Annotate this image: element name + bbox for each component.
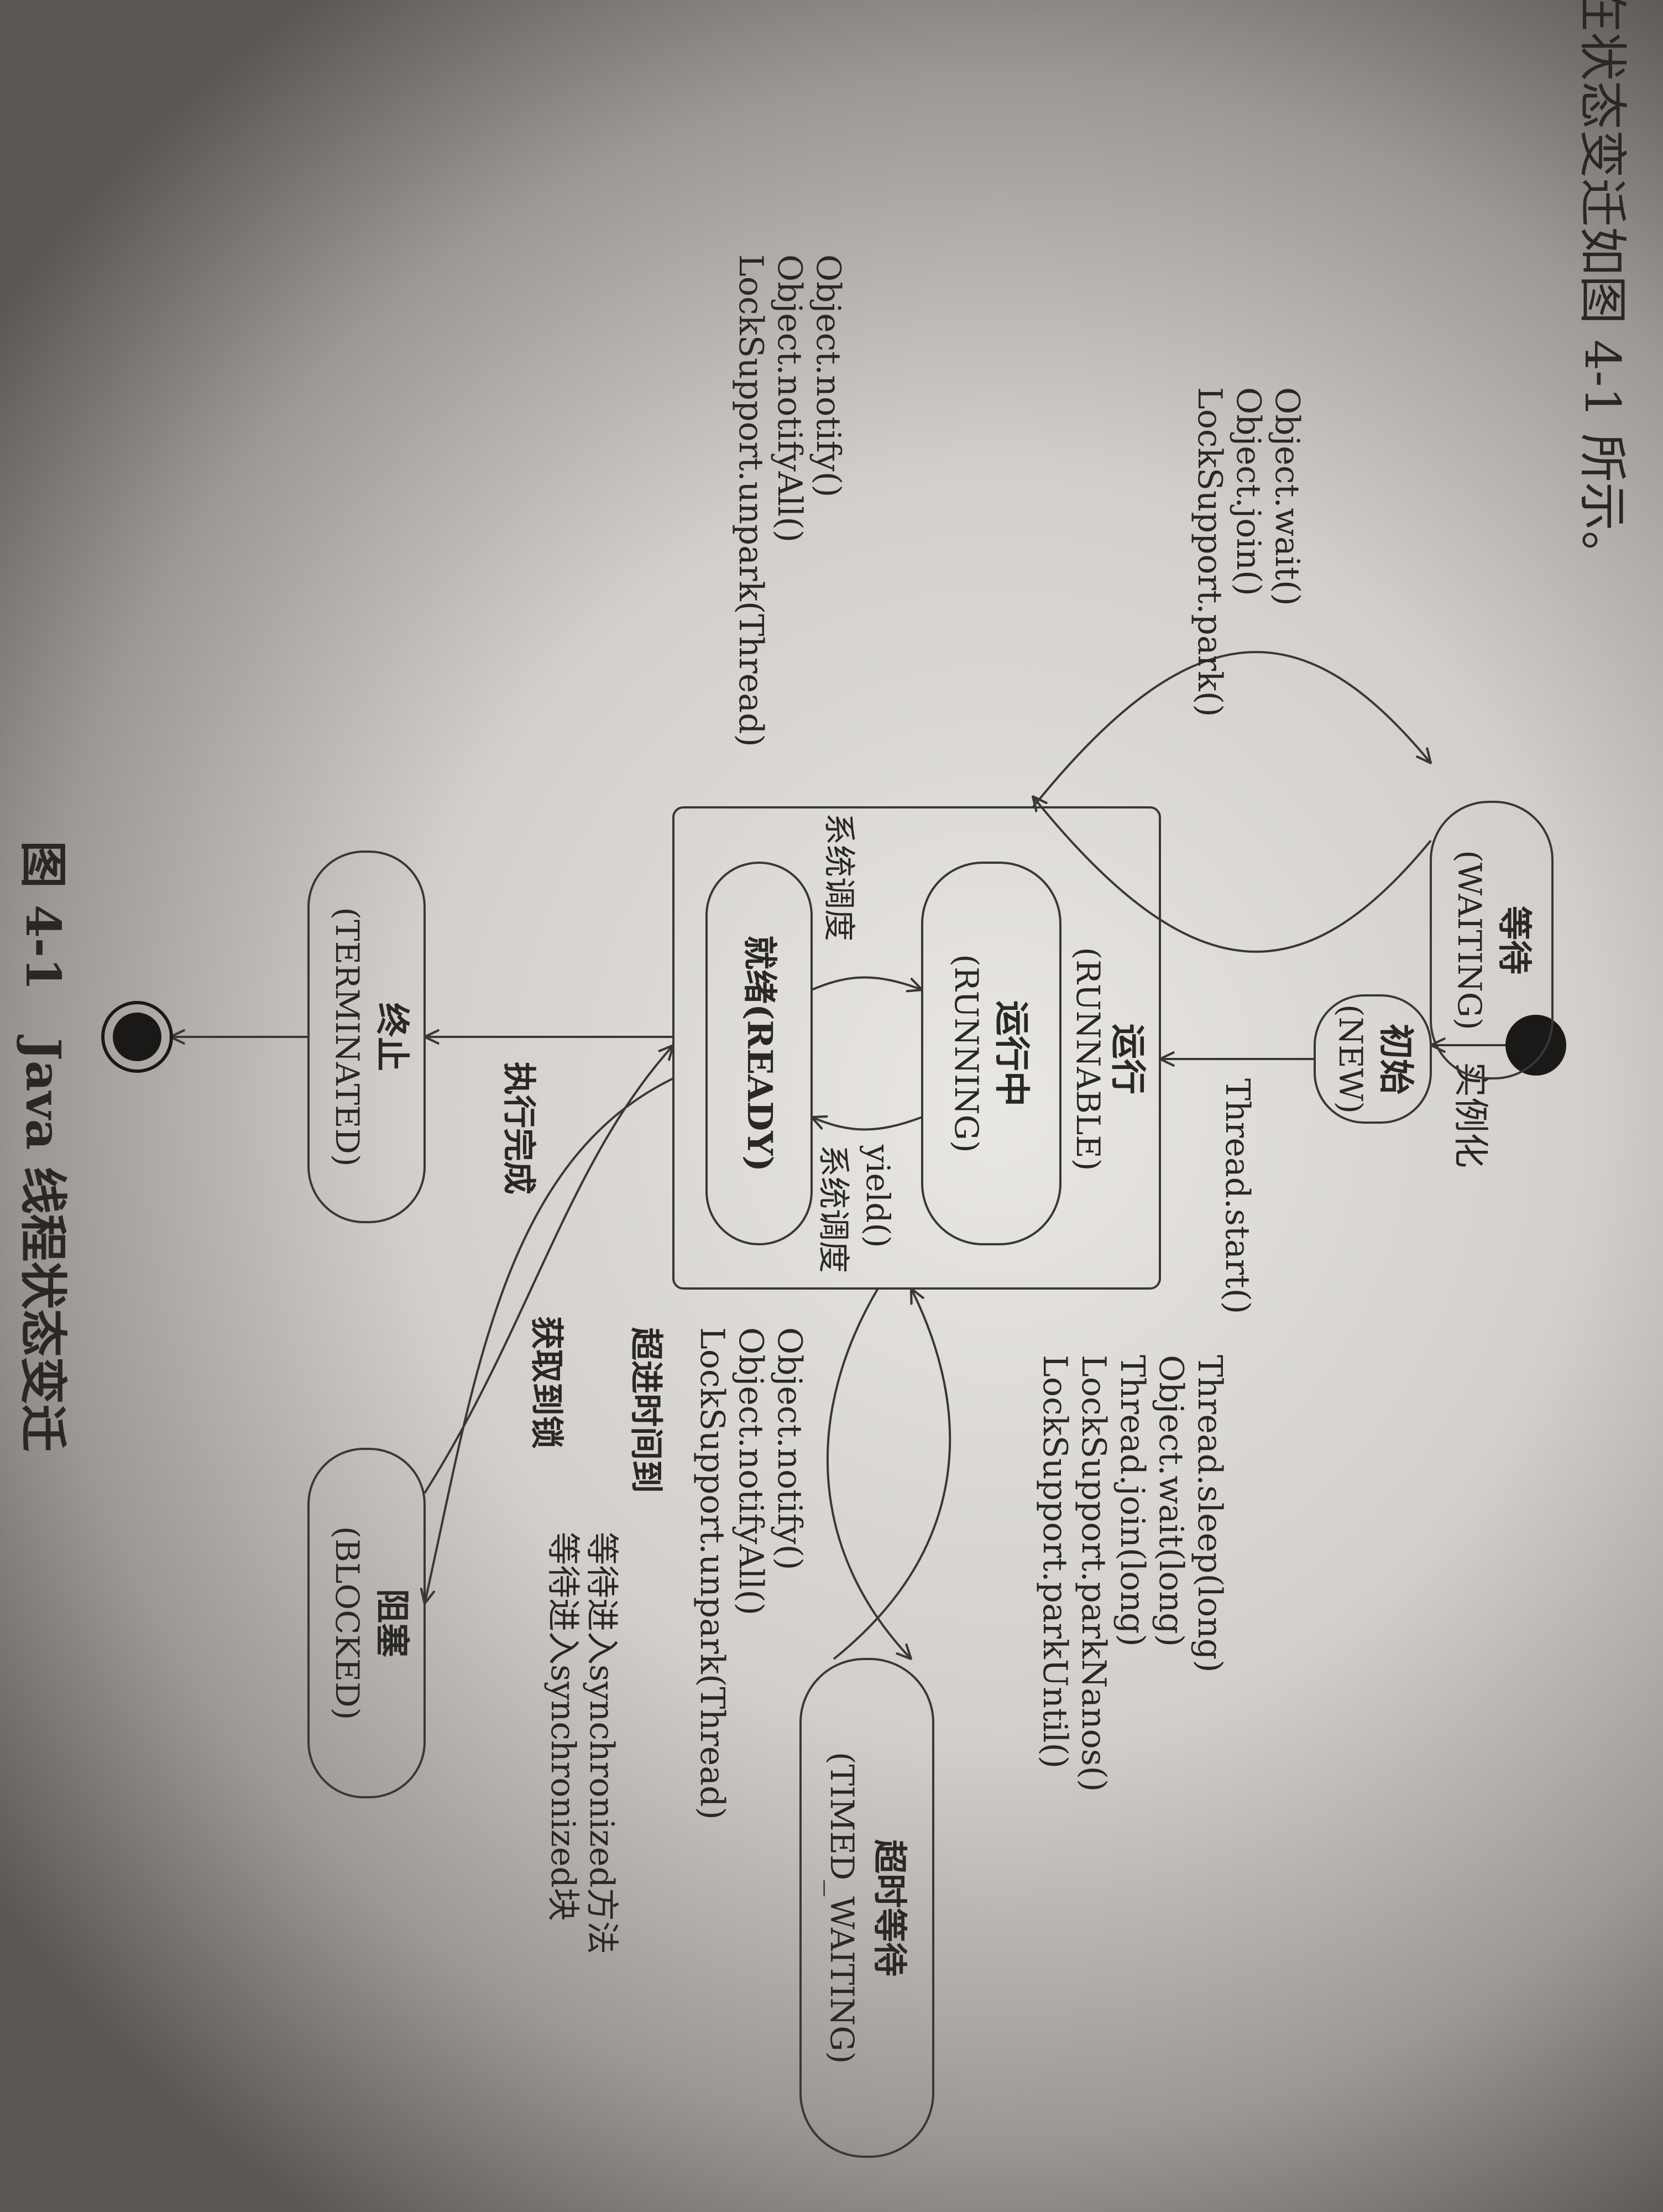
state-ready — [705, 862, 813, 1245]
state-blocked-cn: 阻塞 — [372, 1589, 412, 1657]
final-node-ring — [101, 1001, 173, 1073]
arrow-to-timed — [827, 1287, 911, 1659]
state-waiting-en: (WAITING) — [1451, 850, 1488, 1030]
label-start: Thread.start() — [1218, 1078, 1257, 1314]
to-waiting-3: LockSupport.park() — [1190, 387, 1229, 717]
to-waiting-2: Object.join() — [1229, 387, 1268, 596]
to-timed-3: Thread.join(long) — [1113, 1355, 1152, 1647]
label-instantiate: 实例化 — [1450, 1062, 1491, 1168]
state-timed-waiting — [799, 1658, 934, 2158]
arrow-to-blocked — [425, 1077, 674, 1604]
to-timed-4: LockSupport.parkNanos() — [1074, 1355, 1113, 1792]
to-timed-2: Object.wait(long) — [1152, 1355, 1190, 1647]
to-blocked-1: 等待进入synchronized方法 — [582, 1532, 621, 1954]
labels-to-waiting: Object.wait() Object.join() LockSupport.… — [1190, 387, 1306, 717]
arrow-from-timed — [833, 1288, 951, 1660]
label-lock-acquired: 获取到锁 — [527, 1316, 566, 1449]
from-timed-2: Object.notifyAll() — [731, 1327, 770, 1615]
arrow-yield — [812, 1117, 923, 1131]
to-waiting-1: Object.wait() — [1268, 387, 1306, 606]
top-text-fragment: 在状态变迁如图 4-1 所示。 — [1574, 0, 1631, 580]
state-waiting — [1430, 801, 1554, 1079]
state-running-cn: 运行中 — [991, 1000, 1032, 1107]
state-waiting-cn: 等待 — [1494, 906, 1535, 974]
initial-node — [1505, 1015, 1566, 1076]
to-blocked-2: 等待进入synchronized块 — [543, 1532, 582, 1921]
labels-from-timed: Object.notify() Object.notifyAll() LockS… — [693, 1327, 809, 1820]
label-sched-left: 系统调度 — [820, 813, 858, 941]
state-timed-cn: 超时等待 — [870, 1839, 910, 1976]
state-running — [921, 862, 1061, 1245]
state-running-en: (RUNNING) — [948, 954, 985, 1152]
label-done: 执行完成 — [499, 1062, 538, 1194]
labels-to-timed: Thread.sleep(long) Object.wait(long) Thr… — [1036, 1355, 1229, 1792]
to-timed-1: Thread.sleep(long) — [1190, 1355, 1229, 1673]
from-waiting-1: Object.notify() — [809, 254, 848, 497]
labels-from-waiting: Object.notify() Object.notifyAll() LockS… — [731, 254, 848, 747]
final-node-core — [113, 1013, 161, 1061]
from-timed-1: Object.notify() — [770, 1327, 809, 1570]
arrow-schedule — [811, 976, 922, 990]
from-timed-3: LockSupport.unpark(Thread) — [693, 1327, 731, 1820]
state-new-en: (NEW) — [1332, 1004, 1369, 1114]
labels-to-blocked: 等待进入synchronized方法 等待进入synchronized块 — [543, 1532, 621, 1954]
state-runnable-en: (RUNNABLE) — [1069, 947, 1107, 1171]
figure-caption: 图 4-1 Java 线程状态变迁 — [15, 841, 71, 1452]
label-timeout: 超进时间到 — [626, 1327, 665, 1493]
rotated-figure: 在状态变迁如图 4-1 所示。 图 4-1 Java 线程状态变迁 实例化 初始… — [15, 0, 1631, 2158]
to-timed-5: LockSupport.parkUntil() — [1036, 1355, 1074, 1768]
state-ready-label: 就绪(READY) — [740, 935, 780, 1172]
state-blocked-en: (BLOCKED) — [328, 1526, 366, 1720]
from-waiting-3: LockSupport.unpark(Thread) — [731, 254, 770, 747]
state-new-cn: 初始 — [1375, 1024, 1416, 1094]
arrow-from-waiting — [1033, 796, 1432, 953]
arrow-lock-acquired — [423, 1045, 673, 1494]
state-blocked — [307, 1448, 426, 1798]
arrow-to-waiting — [1032, 651, 1431, 808]
state-terminated-en: (TERMINATED) — [328, 907, 366, 1166]
state-timed-en: (TIMED_WAITING) — [823, 1752, 861, 2064]
label-sched-right: 系统调度 — [815, 1145, 853, 1273]
label-yield: yield() — [859, 1144, 897, 1248]
state-runnable-cn: 运行 — [1107, 1024, 1148, 1094]
state-terminated-cn: 终止 — [372, 1003, 412, 1071]
from-waiting-2: Object.notifyAll() — [770, 254, 809, 542]
